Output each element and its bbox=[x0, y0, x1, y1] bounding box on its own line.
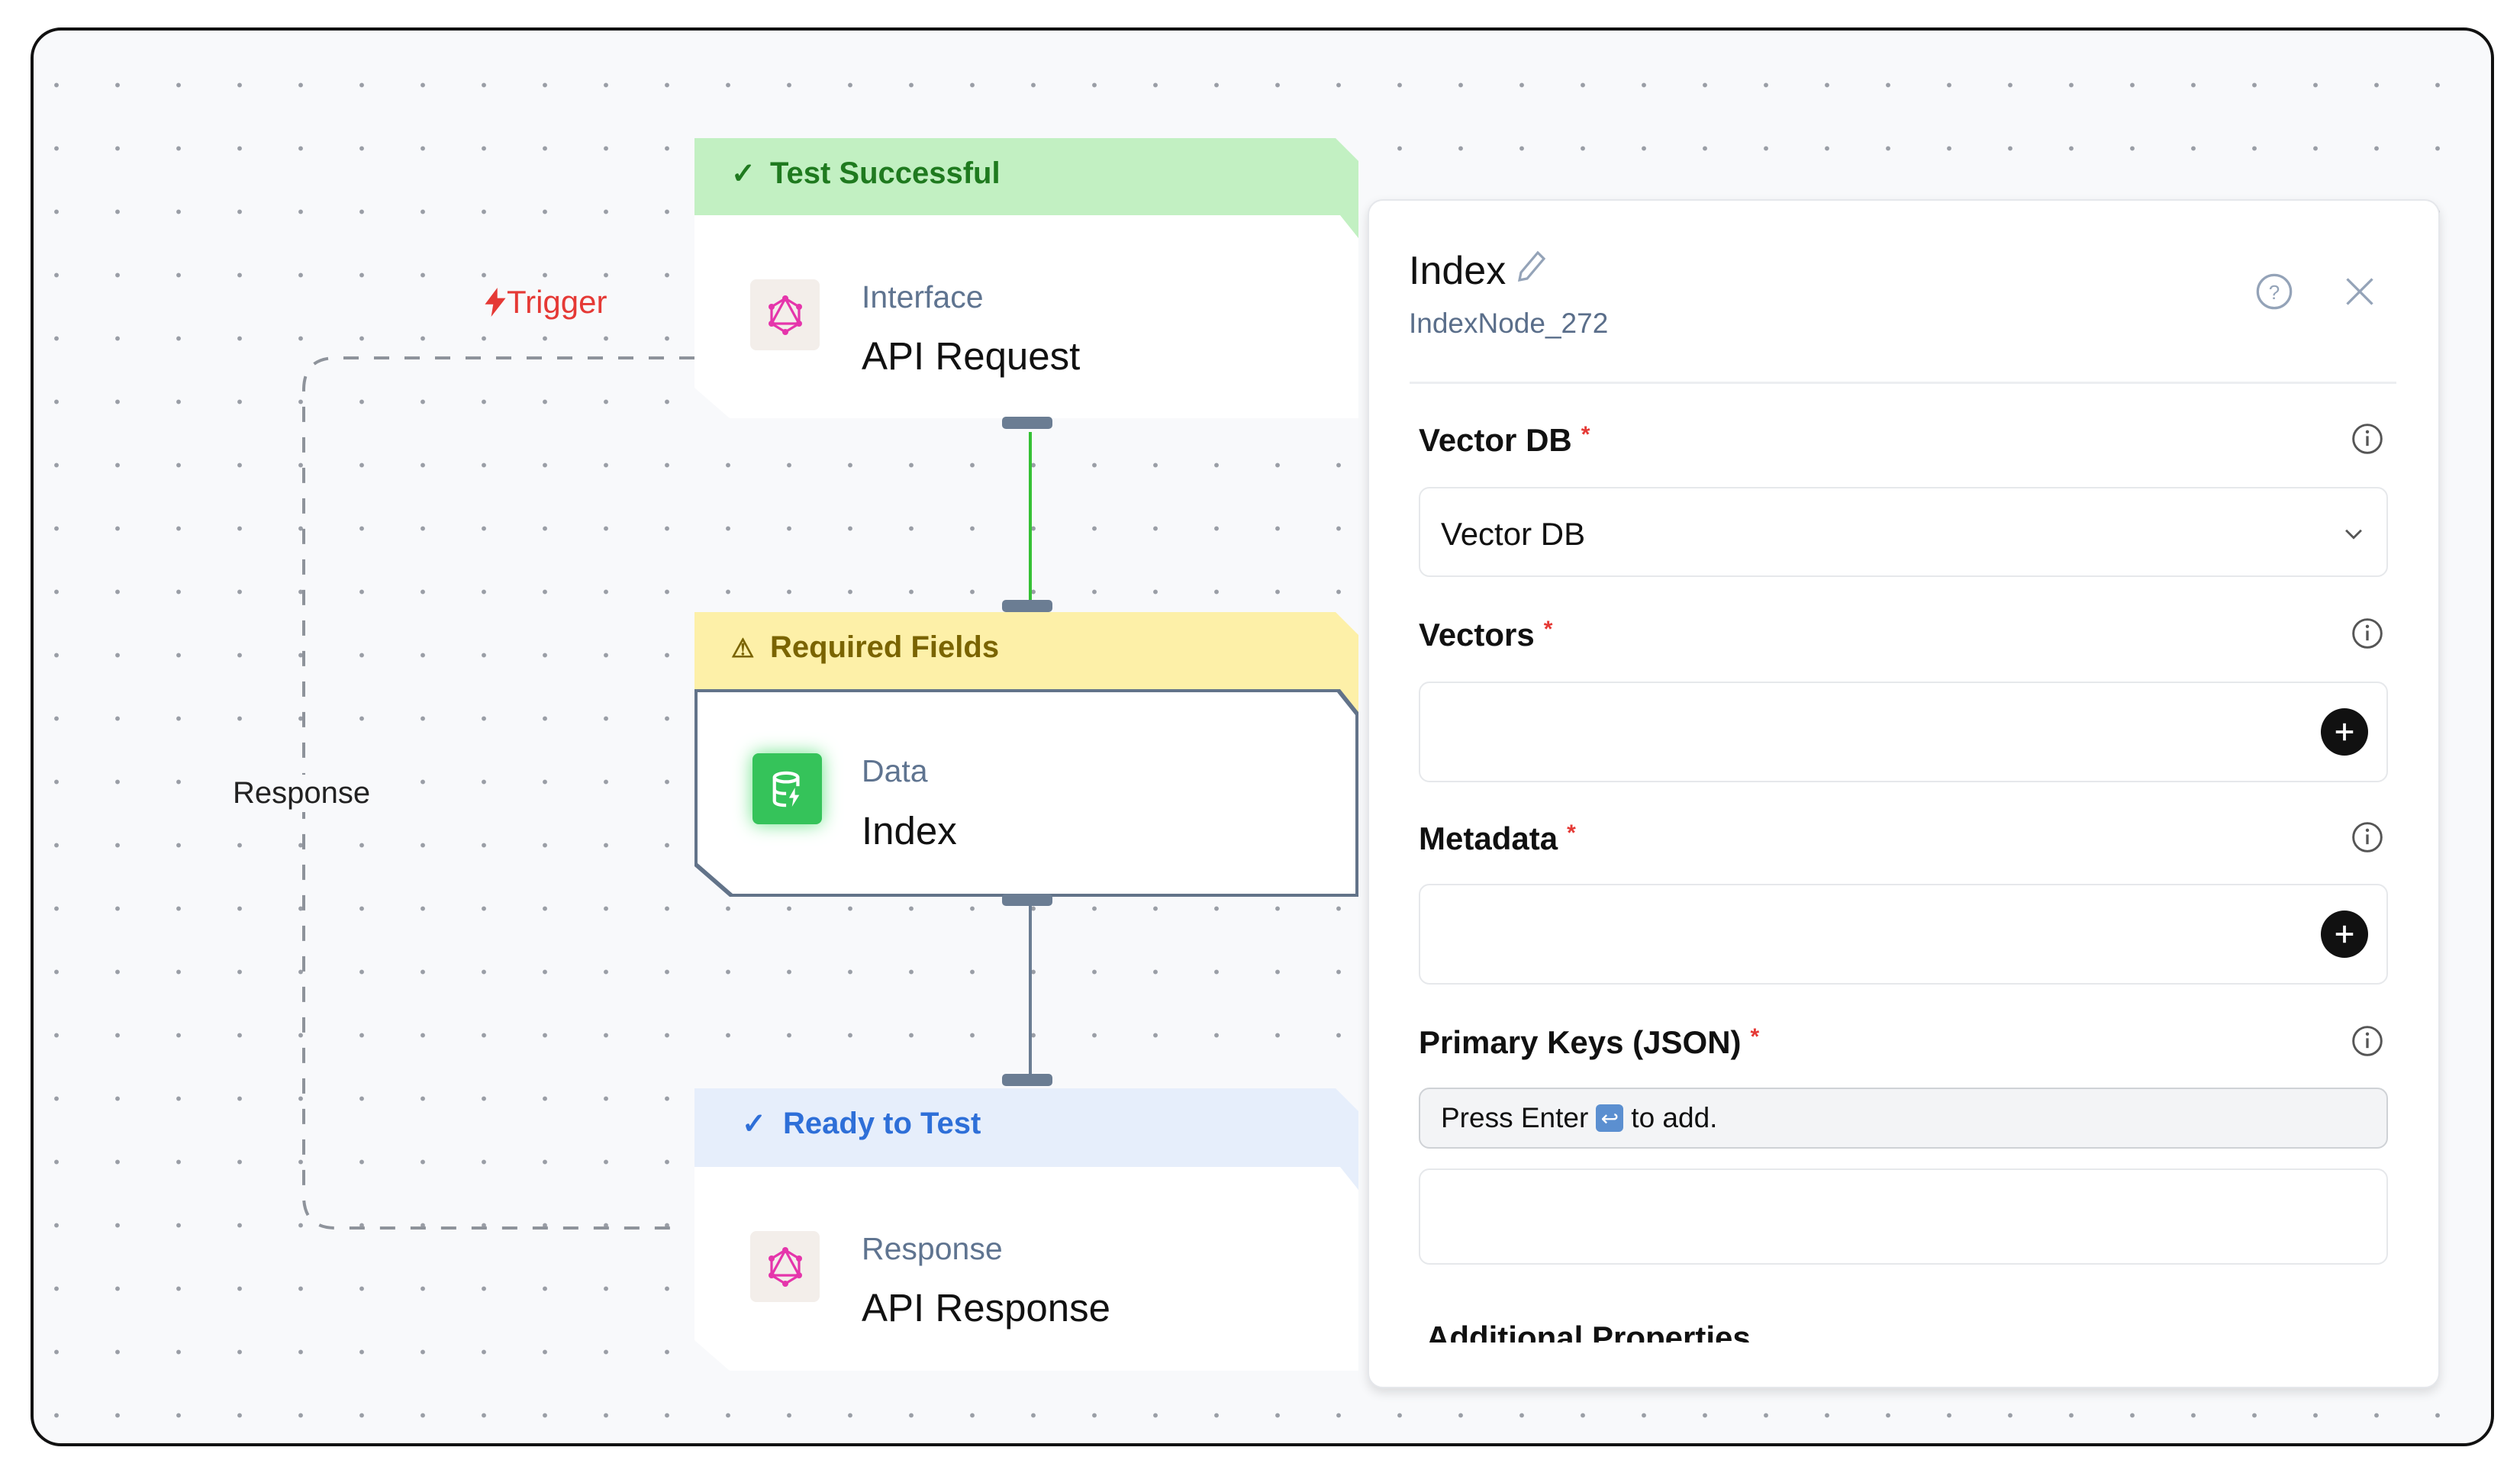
database-icon bbox=[752, 753, 822, 824]
add-vector-button[interactable] bbox=[2321, 708, 2368, 756]
enter-key-icon: ↩ bbox=[1596, 1104, 1624, 1132]
primary-keys-input[interactable] bbox=[1419, 1168, 2388, 1265]
field-label-primary-keys: Primary Keys (JSON)* bbox=[1419, 1024, 1760, 1060]
graphql-icon bbox=[750, 1231, 820, 1302]
warning-icon: ⚠ bbox=[731, 634, 755, 663]
vectors-field[interactable] bbox=[1419, 682, 2388, 782]
info-icon[interactable] bbox=[2351, 422, 2384, 456]
help-icon[interactable]: ? bbox=[2254, 272, 2294, 311]
divider bbox=[1410, 382, 2396, 384]
vector-db-select[interactable]: Vector DB bbox=[1419, 487, 2388, 577]
info-icon[interactable] bbox=[2351, 820, 2384, 854]
close-icon[interactable] bbox=[2343, 275, 2377, 308]
check-icon: ✓ bbox=[731, 158, 756, 190]
add-metadata-button[interactable] bbox=[2321, 911, 2368, 958]
plus-icon bbox=[2335, 925, 2354, 943]
section-title-additional-properties[interactable]: Additional Properties bbox=[1426, 1320, 1751, 1342]
node-output-handle[interactable] bbox=[1002, 417, 1052, 429]
panel-title: Index bbox=[1409, 248, 1547, 294]
graphql-icon bbox=[750, 279, 820, 350]
node-output-handle[interactable] bbox=[1002, 894, 1052, 906]
check-icon: ✓ bbox=[742, 1108, 766, 1140]
node-id: IndexNode_272 bbox=[1409, 308, 1609, 339]
node-input-handle[interactable] bbox=[1002, 600, 1052, 612]
info-icon[interactable] bbox=[2351, 1024, 2384, 1058]
chevron-down-icon bbox=[2345, 529, 2362, 540]
response-edge-label: Response bbox=[228, 775, 375, 812]
field-label-metadata: Metadata* bbox=[1419, 820, 1576, 856]
node-input-handle[interactable] bbox=[1002, 1074, 1052, 1086]
field-label-vectors: Vectors* bbox=[1419, 617, 1553, 653]
svg-text:?: ? bbox=[2269, 281, 2280, 304]
response-edge[interactable] bbox=[34, 31, 2491, 1443]
trigger-label: Trigger bbox=[484, 284, 607, 321]
edit-pencil-icon[interactable] bbox=[1516, 250, 1547, 283]
next-section-clipped: Additional Properties bbox=[1369, 1315, 2438, 1342]
info-icon[interactable] bbox=[2351, 617, 2384, 650]
primary-keys-hint: Press Enter ↩ to add. bbox=[1419, 1088, 2388, 1149]
lightning-icon bbox=[485, 288, 506, 317]
metadata-field[interactable] bbox=[1419, 884, 2388, 985]
field-label-vector-db: Vector DB* bbox=[1419, 422, 1590, 458]
node-config-panel: Index IndexNode_272 ? Vector DB* Vector … bbox=[1368, 199, 2440, 1388]
plus-icon bbox=[2335, 723, 2354, 741]
